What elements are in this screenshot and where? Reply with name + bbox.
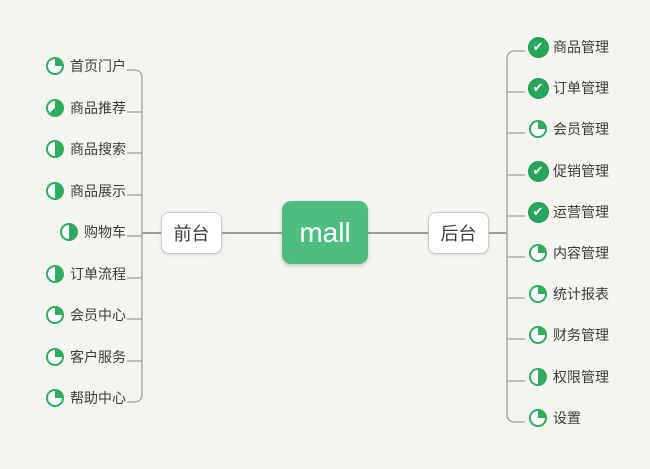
task-progress-icon	[44, 387, 66, 409]
subtopic-label: 设置	[553, 410, 581, 426]
task-progress-icon	[44, 97, 66, 119]
subtopic-promotion-management[interactable]: 促销管理	[527, 160, 609, 182]
subtopic-label: 内容管理	[553, 245, 609, 261]
subtopic-member-center[interactable]: 会员中心	[44, 304, 126, 326]
task-progress-icon	[527, 407, 549, 429]
task-done-icon	[527, 36, 549, 58]
task-progress-icon	[44, 180, 66, 202]
task-progress-icon	[527, 283, 549, 305]
task-progress-icon	[527, 366, 549, 388]
branch-topic-backend[interactable]: 后台	[428, 212, 489, 254]
task-done-icon	[527, 160, 549, 182]
subtopic-order-management[interactable]: 订单管理	[527, 77, 609, 99]
subtopic-member-management[interactable]: 会员管理	[527, 118, 609, 140]
subtopic-content-management[interactable]: 内容管理	[527, 242, 609, 264]
subtopic-shopping-cart[interactable]: 购物车	[58, 221, 126, 243]
subtopic-operations-management[interactable]: 运营管理	[527, 201, 609, 223]
subtopic-label: 促销管理	[553, 163, 609, 179]
central-topic-label: mall	[299, 216, 351, 248]
subtopic-label: 统计报表	[553, 286, 609, 302]
task-progress-icon	[527, 118, 549, 140]
branch-topic-label: 前台	[173, 224, 210, 244]
task-progress-icon	[44, 346, 66, 368]
task-progress-icon	[527, 324, 549, 346]
branch-topic-label: 后台	[440, 224, 477, 244]
subtopic-label: 订单流程	[70, 265, 126, 282]
subtopic-home-portal[interactable]: 首页门户	[44, 55, 126, 77]
subtopic-product-management[interactable]: 商品管理	[527, 36, 609, 58]
task-progress-icon	[527, 242, 549, 264]
subtopic-help-center[interactable]: 帮助中心	[44, 387, 126, 409]
subtopic-customer-service[interactable]: 客户服务	[44, 346, 126, 368]
subtopic-statistics-reports[interactable]: 统计报表	[527, 283, 609, 305]
subtopic-label: 首页门户	[70, 58, 126, 74]
subtopic-order-flow[interactable]: 订单流程	[44, 263, 126, 285]
subtopic-label: 权限管理	[553, 369, 609, 385]
task-progress-icon	[44, 138, 66, 160]
task-progress-icon	[58, 221, 80, 243]
task-progress-icon	[44, 55, 66, 77]
subtopic-product-search[interactable]: 商品搜索	[44, 138, 126, 160]
subtopic-label: 商品推荐	[70, 99, 126, 116]
subtopic-label: 会员管理	[553, 121, 609, 137]
subtopic-settings[interactable]: 设置	[527, 407, 581, 429]
subtopic-label: 订单管理	[553, 80, 609, 96]
subtopic-label: 商品搜索	[70, 141, 126, 157]
subtopic-label: 购物车	[84, 224, 126, 240]
subtopic-label: 帮助中心	[70, 390, 126, 406]
subtopic-label: 客户服务	[70, 348, 126, 365]
subtopic-label: 会员中心	[70, 307, 126, 323]
task-progress-icon	[44, 304, 66, 326]
subtopic-label: 财务管理	[553, 327, 609, 343]
branch-topic-frontend[interactable]: 前台	[161, 212, 222, 254]
task-done-icon	[527, 77, 549, 99]
task-progress-icon	[44, 263, 66, 285]
central-topic-mall[interactable]: mall	[282, 201, 368, 264]
subtopic-label: 商品管理	[553, 39, 609, 55]
subtopic-permission-management[interactable]: 权限管理	[527, 366, 609, 388]
subtopic-product-recommendation[interactable]: 商品推荐	[44, 97, 126, 119]
subtopic-label: 运营管理	[553, 204, 609, 220]
subtopic-product-display[interactable]: 商品展示	[44, 180, 126, 202]
task-done-icon	[527, 201, 549, 223]
subtopic-label: 商品展示	[70, 182, 126, 199]
subtopic-finance-management[interactable]: 财务管理	[527, 324, 609, 346]
